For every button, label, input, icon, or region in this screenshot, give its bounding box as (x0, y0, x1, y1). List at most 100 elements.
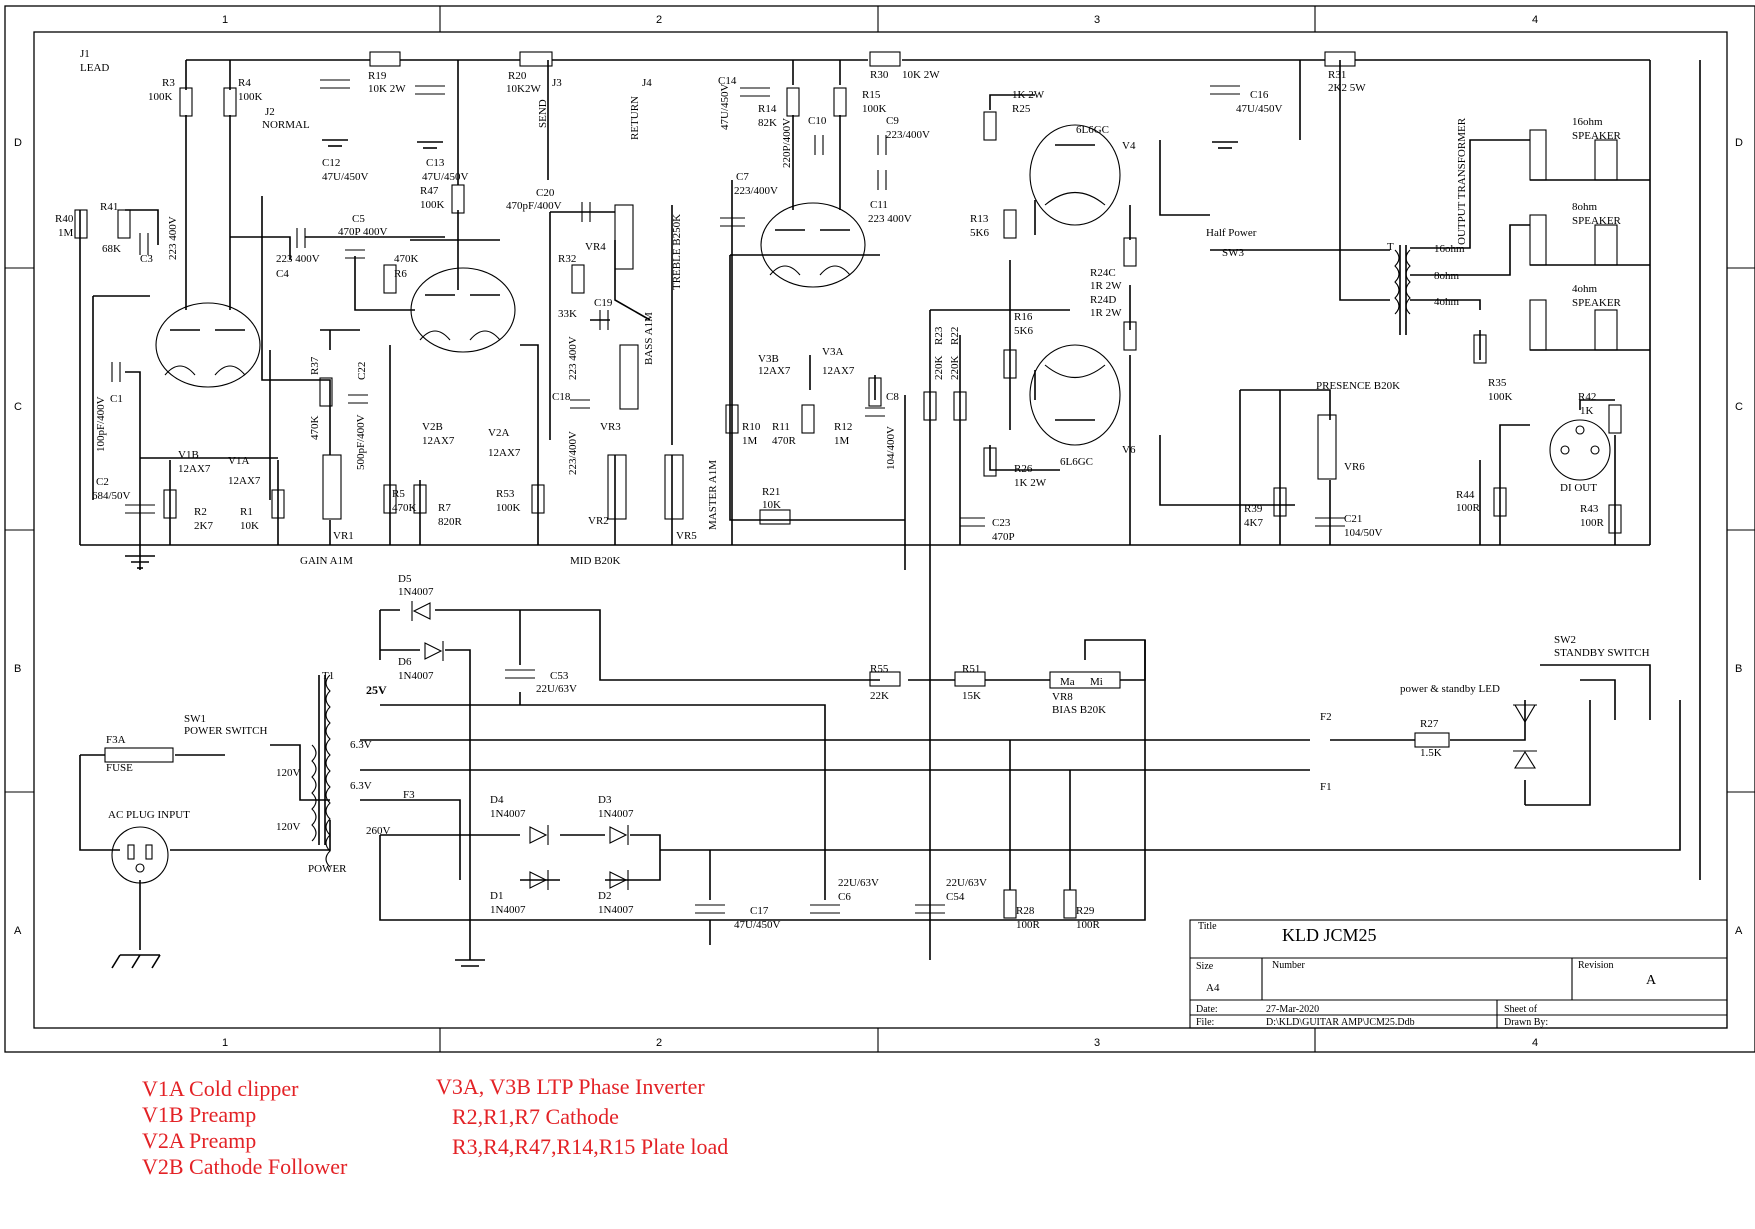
r4-value: 100K (238, 91, 263, 103)
r43-value: 100R (1580, 517, 1605, 529)
c54-value: 22U/63V (946, 877, 987, 889)
v6-type: 6L6GC (1060, 456, 1093, 468)
v25-label: 25V (366, 683, 387, 697)
r1-value: 10K (240, 520, 259, 532)
r21-label: R21 (762, 486, 780, 498)
r40-value: 1M (58, 227, 74, 239)
file-label: File: (1196, 1017, 1214, 1028)
v6-label: V6 (1122, 444, 1136, 456)
send-label: SEND (537, 99, 549, 128)
v2a-label: V2A (488, 427, 509, 439)
r23-label: R23 (933, 326, 945, 345)
c8-label: C8 (886, 391, 899, 403)
c23-value: 470P (992, 531, 1015, 543)
v2a-type: 12AX7 (488, 447, 521, 459)
c9-value: 223/400V (886, 129, 930, 141)
r13-value: 5K6 (970, 227, 989, 239)
c9-label: C9 (886, 115, 899, 127)
r4-label: R4 (238, 77, 251, 89)
d4-value: 1N4007 (490, 808, 526, 820)
c2-value: 684/50V (92, 490, 131, 502)
vr1-label: VR1 (333, 530, 354, 542)
d3-value: 1N4007 (598, 808, 634, 820)
col-label-1: 1 (222, 14, 228, 26)
c13-label: C13 (426, 157, 445, 169)
v1a-type: 12AX7 (228, 475, 261, 487)
j4-label: J4 (642, 77, 652, 89)
r7-value: 820R (438, 516, 463, 528)
v3b-type: 12AX7 (758, 365, 791, 377)
sheet-label: Sheet of (1504, 1004, 1538, 1015)
c7-label: C7 (736, 171, 749, 183)
120v-a-label: 120V (276, 767, 301, 779)
col-label-4: 4 (1532, 14, 1538, 26)
r15-label: R15 (862, 89, 881, 101)
r24c-value: 1R 2W (1090, 280, 1122, 292)
c53-value: 22U/63V (536, 683, 577, 695)
tube-symbols (155, 124, 1121, 446)
r39-value: 4K7 (1244, 517, 1263, 529)
r27-label: R27 (1420, 718, 1439, 730)
vr3-label: VR3 (600, 421, 621, 433)
r32-value: 33K (558, 308, 577, 320)
mid-label: MID B20K (570, 555, 620, 567)
title-block: Title KLD JCM25 Size A4 Number Revision … (1189, 919, 1728, 1029)
f1-label: F1 (1320, 781, 1332, 793)
r14-label: R14 (758, 103, 777, 115)
resistor-symbols (74, 51, 1622, 919)
c3-label: C3 (140, 253, 153, 265)
r20-label: R20 (508, 70, 527, 82)
c17-label: C17 (750, 905, 769, 917)
sw3-label: SW3 (1222, 247, 1245, 259)
treble-label: TREBLE B250K (671, 214, 683, 290)
c20-label: C20 (536, 187, 555, 199)
note-v1a: V1A Cold clipper (142, 1076, 299, 1101)
c21-value: 104/50V (1344, 527, 1383, 539)
component-labels: J1 LEAD J2 NORMAL J3 J4 SEND RETURN R3 1… (55, 48, 1650, 931)
spk16-ohm-label: 16ohm (1572, 116, 1603, 128)
d5-label: D5 (398, 573, 412, 585)
note-v1b: V1B Preamp (142, 1102, 257, 1127)
c13-value: 47U/450V (422, 171, 469, 183)
r26-label: R26 (1014, 463, 1033, 475)
number-label: Number (1272, 960, 1305, 971)
c4-label: C4 (276, 268, 289, 280)
spk16-label: SPEAKER (1572, 130, 1622, 142)
row-label-d-right: D (1735, 137, 1743, 149)
r25-value: 1K 2W (1012, 89, 1045, 101)
gain-label: GAIN A1M (300, 555, 353, 567)
c53-label: C53 (550, 670, 569, 682)
v3a-label: V3A (822, 346, 843, 358)
vr5-label: VR5 (676, 530, 697, 542)
r41-value: 68K (102, 243, 121, 255)
note-v2b: V2B Cathode Follower (142, 1154, 348, 1179)
power-switch-label: POWER SWITCH (184, 725, 267, 737)
col-label-1-bottom: 1 (222, 1037, 228, 1049)
drawing-frame (4, 5, 1755, 1053)
v2b-type: 12AX7 (422, 435, 455, 447)
r25-label: R25 (1012, 103, 1031, 115)
d1-label: D1 (490, 890, 503, 902)
c7-value: 223/400V (734, 185, 778, 197)
c16-value: 47U/450V (1236, 103, 1283, 115)
r1-label: R1 (240, 506, 253, 518)
r53-label: R53 (496, 488, 515, 500)
c4-value: 223 400V (276, 253, 320, 265)
bias-label: BIAS B20K (1052, 704, 1106, 716)
r15-value: 100K (862, 103, 887, 115)
row-label-a: A (14, 925, 22, 937)
r44-label: R44 (1456, 489, 1475, 501)
c3-value: 223 400V (167, 216, 179, 260)
vr2-label: VR2 (588, 515, 609, 527)
r6-label: R6 (394, 268, 407, 280)
j1-label: J1 (80, 48, 90, 60)
spk8-ohm-label: 8ohm (1572, 201, 1598, 213)
speaker-jacks (1529, 129, 1618, 351)
r27-value: 1.5K (1420, 747, 1442, 759)
lead-label: LEAD (80, 62, 109, 74)
di-xlr-symbol (1549, 419, 1611, 481)
normal-label: NORMAL (262, 119, 310, 131)
r42-label: R42 (1578, 391, 1596, 403)
r39-label: R39 (1244, 503, 1263, 515)
